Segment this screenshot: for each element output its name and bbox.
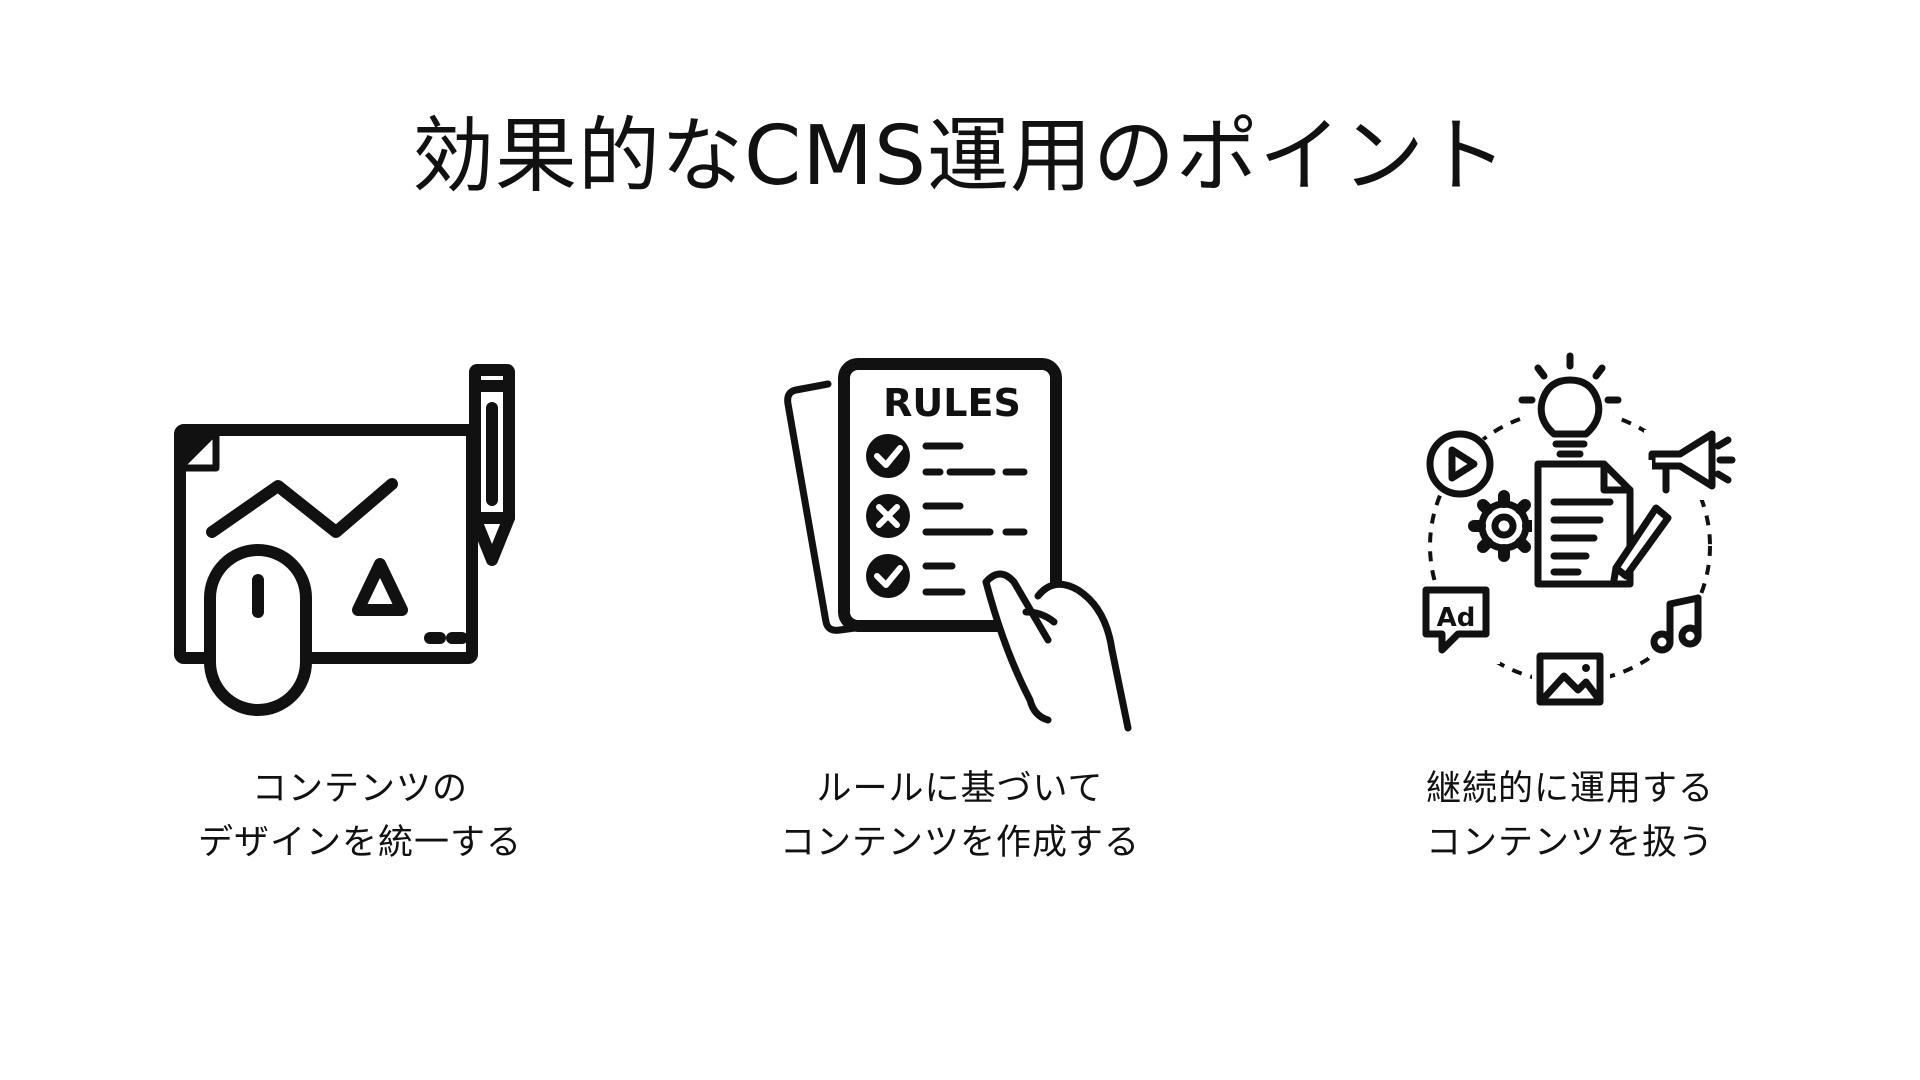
point-rules-creation: RULES ルールに基づいて コンテンツを作成する bbox=[700, 350, 1220, 870]
content-management-icon: Ad bbox=[1420, 352, 1736, 710]
music-note-icon bbox=[1648, 594, 1706, 658]
page-title: 効果的なCMS運用のポイント bbox=[411, 109, 1509, 204]
caption-line-1: ルールに基づいて bbox=[816, 769, 1104, 809]
caption-line-2: コンテンツを作成する bbox=[779, 823, 1140, 863]
point-design-unify: コンテンツの デザインを統一する bbox=[100, 350, 620, 870]
caption-line-2: コンテンツを扱う bbox=[1425, 823, 1714, 863]
light-bulb-icon bbox=[1518, 352, 1622, 458]
image-icon bbox=[1532, 650, 1610, 710]
document-icon bbox=[1532, 460, 1652, 590]
point-caption: コンテンツの デザインを統一する bbox=[100, 762, 620, 870]
caption-line-2: デザインを統一する bbox=[197, 823, 522, 863]
play-icon bbox=[1426, 430, 1494, 498]
point-caption: 継続的に運用する コンテンツを扱う bbox=[1310, 762, 1830, 870]
design-board-icon bbox=[174, 364, 515, 716]
point-caption: ルールに基づいて コンテンツを作成する bbox=[700, 762, 1220, 870]
caption-line-1: 継続的に運用する bbox=[1425, 769, 1714, 809]
gear-icon bbox=[1468, 490, 1540, 562]
point-continuous-operation: Ad 継続的に運用する コンテンツを扱う bbox=[1310, 350, 1830, 870]
rules-label: RULES bbox=[883, 381, 1021, 425]
ad-bubble-icon: Ad bbox=[1420, 584, 1500, 664]
megaphone-icon bbox=[1644, 430, 1736, 500]
ad-label: Ad bbox=[1437, 603, 1476, 633]
pen-icon bbox=[1610, 504, 1672, 584]
caption-line-1: コンテンツの bbox=[251, 769, 468, 809]
rules-document-icon: RULES bbox=[784, 358, 1132, 732]
